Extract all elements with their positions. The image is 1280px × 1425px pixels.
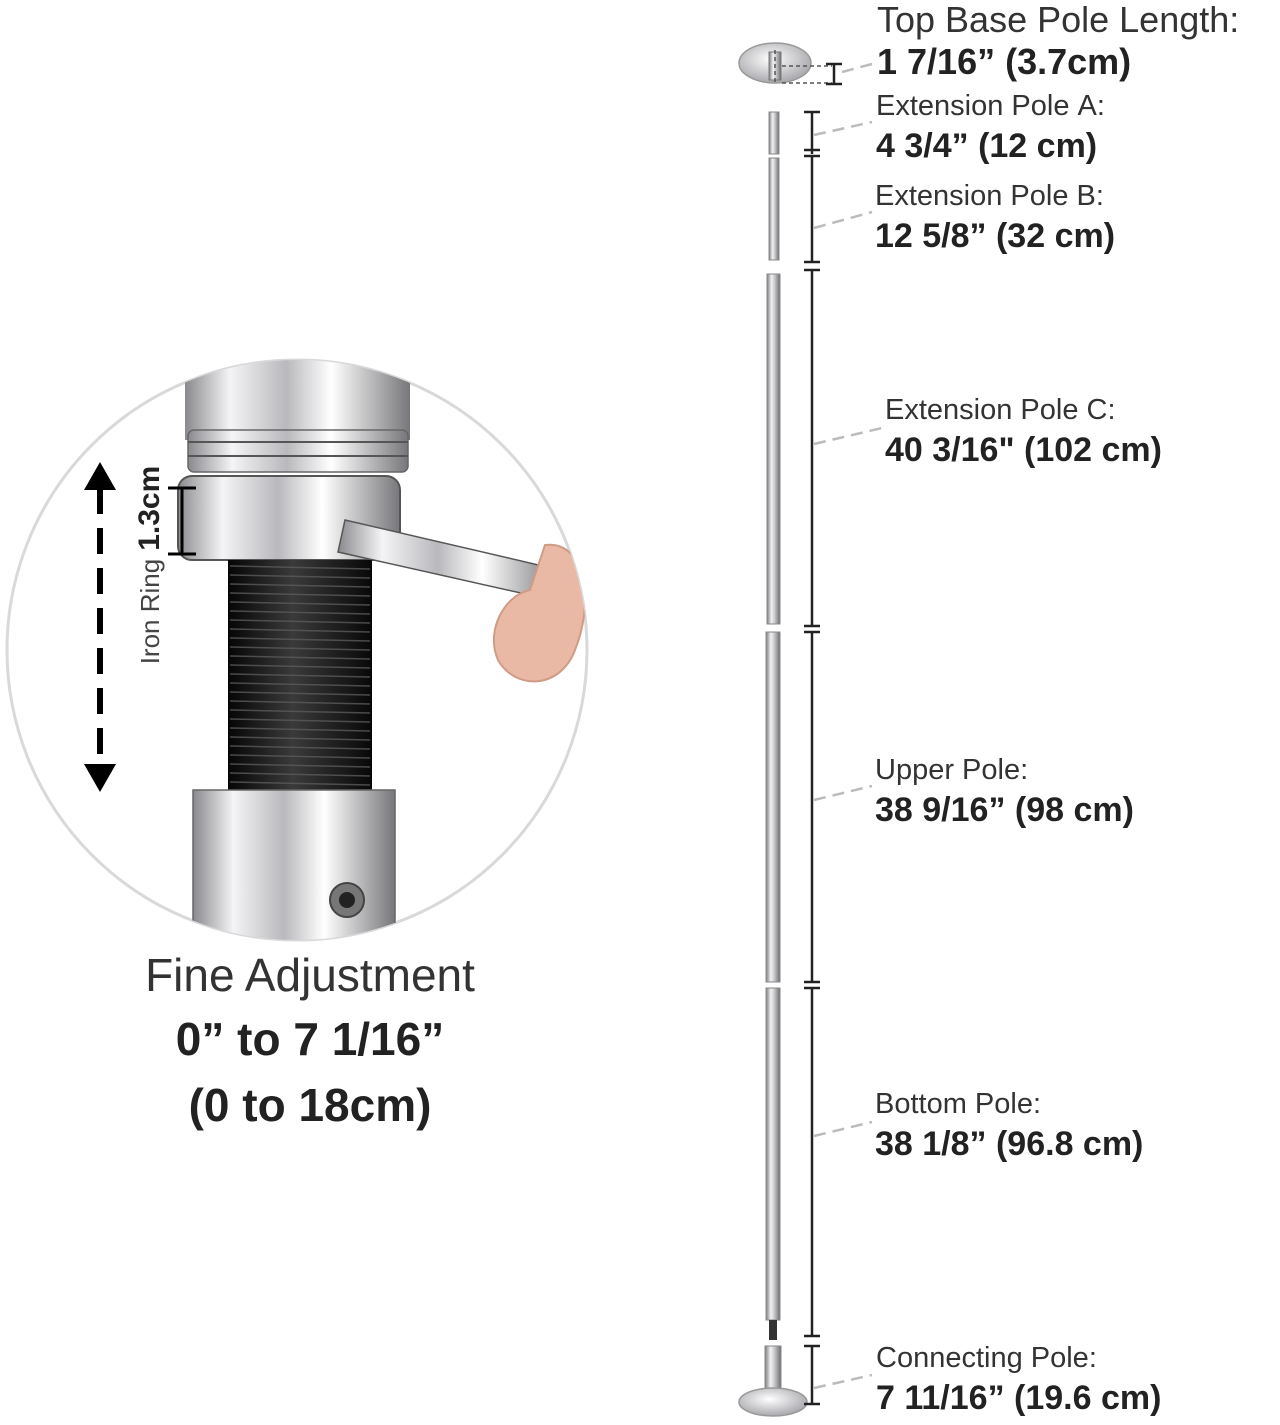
part-size: 38 9/16” (98 cm) xyxy=(875,791,1134,829)
thread-ridge xyxy=(229,574,371,579)
thread-ridge xyxy=(229,745,371,750)
thread-ridge xyxy=(229,700,371,705)
part-name: Extension Pole B: xyxy=(875,180,1104,212)
part-name: Upper Pole: xyxy=(875,754,1029,786)
part-name: Top Base Pole Length: xyxy=(877,0,1240,40)
thread-ridge xyxy=(229,691,371,696)
part-size: 40 3/16" (102 cm) xyxy=(885,431,1162,469)
upper-pole-label: Upper Pole: 38 9/16” (98 cm) xyxy=(875,754,1134,829)
pole-stack xyxy=(738,42,832,1417)
thread-ridge xyxy=(229,664,371,669)
thread-ridge xyxy=(229,619,371,624)
extension-c-label: Extension Pole C: 40 3/16" (102 cm) xyxy=(885,394,1162,469)
part-name: Connecting Pole: xyxy=(876,1342,1097,1374)
part-name: Extension Pole C: xyxy=(885,394,1116,426)
extension-pole-a xyxy=(768,111,780,155)
part-size: 38 1/8” (96.8 cm) xyxy=(875,1125,1144,1163)
connecting-pole-label: Connecting Pole: 7 11/16” (19.6 cm) xyxy=(876,1342,1162,1417)
thread-ridge xyxy=(229,736,371,741)
thread-ridge xyxy=(229,646,371,651)
thread-ridge xyxy=(229,610,371,615)
thread-ridge xyxy=(229,628,371,633)
thread-ridge xyxy=(229,772,371,777)
part-size: 1 7/16” (3.7cm) xyxy=(877,41,1132,82)
arrow-up-icon xyxy=(84,462,116,490)
iron-ring-label: Iron Ring 1.3cm xyxy=(133,466,167,665)
extension-pole-c xyxy=(766,273,781,625)
thread-ridge xyxy=(229,592,371,597)
upper-chrome-tube xyxy=(185,360,410,440)
thread-ridge xyxy=(229,565,371,570)
thread-ridge xyxy=(229,709,371,714)
dimension-lines xyxy=(804,62,842,1406)
extension-a-label: Extension Pole A: 4 3/4” (12 cm) xyxy=(876,90,1105,165)
part-size: 7 11/16” (19.6 cm) xyxy=(876,1379,1162,1417)
upper-pole xyxy=(765,631,781,983)
fine-adjustment-range-cm: (0 to 18cm) xyxy=(188,1079,432,1131)
bottom-pole xyxy=(765,987,781,1321)
leader-lines xyxy=(813,62,883,1390)
extension-b-label: Extension Pole B: 12 5/8” (32 cm) xyxy=(875,180,1116,255)
part-size: 12 5/8” (32 cm) xyxy=(875,217,1116,255)
iron-ring-title: Iron Ring xyxy=(135,558,165,665)
thread-ridge xyxy=(229,637,371,642)
fine-adjustment-title: Fine Adjustment xyxy=(145,949,475,1001)
iron-ring-value: 1.3cm xyxy=(133,465,166,551)
part-name: Extension Pole A: xyxy=(876,90,1105,122)
thread-ridge xyxy=(229,601,371,606)
thread-ridge xyxy=(229,673,371,678)
thread-ridge xyxy=(229,655,371,660)
extension-pole-b xyxy=(768,157,780,261)
thread-ridge xyxy=(229,781,371,786)
thread-ridge xyxy=(229,763,371,768)
bottom-pole-label: Bottom Pole: 38 1/8” (96.8 cm) xyxy=(875,1088,1144,1163)
part-name: Bottom Pole: xyxy=(875,1088,1042,1120)
thread-ridge xyxy=(229,682,371,687)
thread-ridge xyxy=(229,754,371,759)
fine-adjustment-range-in: 0” to 7 1/16” xyxy=(175,1013,445,1065)
bottom-pole-tip xyxy=(769,1320,777,1340)
bottom-base-disc xyxy=(738,1387,808,1417)
threaded-rod xyxy=(228,560,372,800)
lower-chrome-tube xyxy=(192,789,396,940)
ring-height-bracket xyxy=(168,486,196,556)
part-size: 4 3/4” (12 cm) xyxy=(876,127,1098,165)
top-base-label: Top Base Pole Length: 1 7/16” (3.7cm) xyxy=(877,2,1239,80)
fine-adjustment-inset xyxy=(5,358,589,942)
thread-ridge xyxy=(229,727,371,732)
thread-ridge xyxy=(229,718,371,723)
arrow-down-icon xyxy=(84,764,116,792)
thread-ridge xyxy=(229,583,371,588)
